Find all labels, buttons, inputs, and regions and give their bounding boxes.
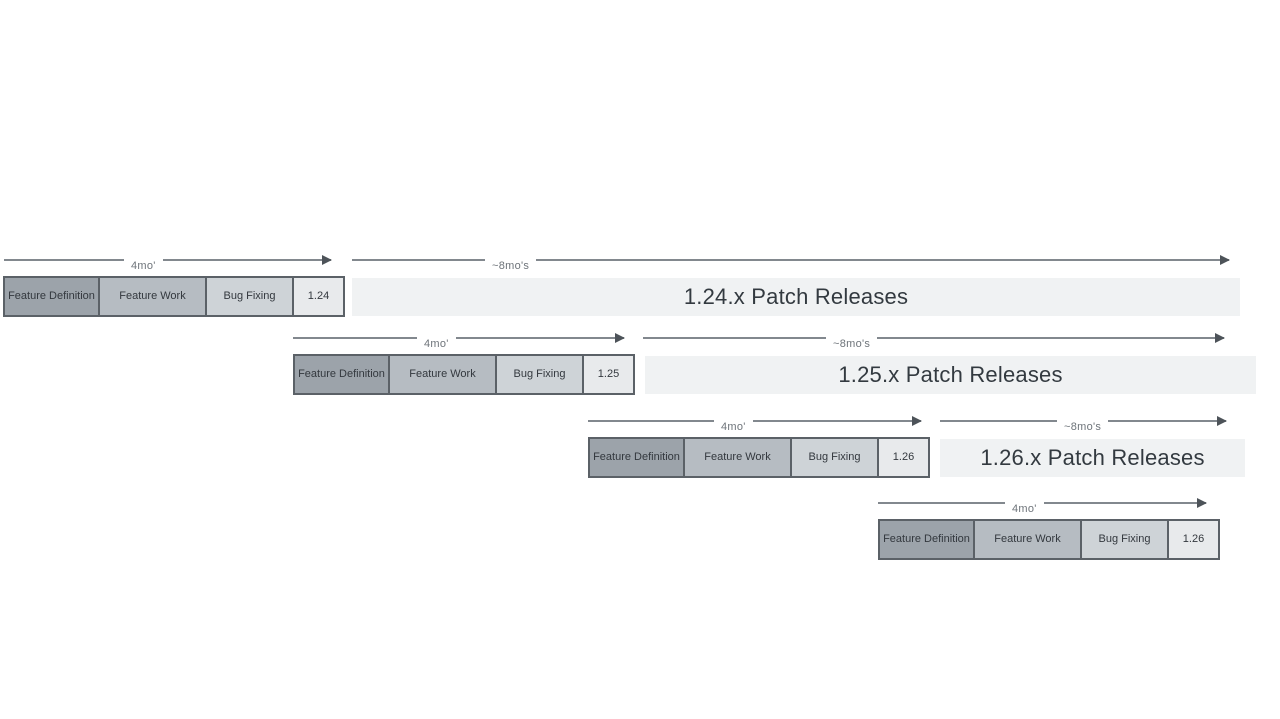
dev-duration-arrow-1.26: 4mo'	[588, 416, 922, 436]
arrowhead-icon	[1217, 416, 1227, 426]
arrow-line	[162, 255, 332, 265]
arrowhead-icon	[615, 333, 625, 343]
dev-duration-arrow-1.25: 4mo'	[293, 333, 625, 353]
arrowhead-icon	[1215, 333, 1225, 343]
feature-definition-box: Feature Definition	[878, 519, 975, 560]
patch-releases-bar-1.24: 1.24.x Patch Releases	[352, 278, 1240, 316]
dev-duration-label: 4mo'	[131, 260, 156, 272]
bug-fixing-box: Bug Fixing	[495, 354, 584, 395]
arrowhead-icon	[912, 416, 922, 426]
patch-duration-arrow-1.26: ~8mo's	[940, 416, 1227, 436]
arrow-line	[352, 259, 485, 261]
arrow-line	[293, 337, 417, 339]
dev-duration-label: 4mo'	[721, 421, 746, 433]
patch-releases-bar-1.25: 1.25.x Patch Releases	[645, 356, 1256, 394]
release-cycle-row-1.26: Feature Definition Feature Work Bug Fixi…	[588, 437, 930, 478]
arrow-line	[536, 255, 1230, 265]
arrow-line	[1043, 498, 1207, 508]
bug-fixing-box: Bug Fixing	[205, 276, 294, 317]
patch-duration-label: ~8mo's	[492, 260, 530, 272]
dev-duration-arrow-1.24: 4mo'	[4, 255, 332, 275]
release-cycle-row-1.24: Feature Definition Feature Work Bug Fixi…	[3, 276, 345, 317]
arrowhead-icon	[1220, 255, 1230, 265]
arrowhead-icon	[1197, 498, 1207, 508]
bug-fixing-box: Bug Fixing	[1080, 519, 1169, 560]
version-box: 1.26	[1167, 519, 1220, 560]
arrow-line	[1108, 416, 1227, 426]
dev-duration-arrow-next: 4mo'	[878, 498, 1207, 518]
patch-duration-label: ~8mo's	[833, 338, 871, 350]
dev-duration-label: 4mo'	[424, 338, 449, 350]
patch-duration-arrow-1.25: ~8mo's	[643, 333, 1225, 353]
arrow-line	[878, 502, 1005, 504]
version-box: 1.24	[292, 276, 345, 317]
feature-work-box: Feature Work	[683, 437, 792, 478]
release-cycle-row-1.25: Feature Definition Feature Work Bug Fixi…	[293, 354, 635, 395]
version-box: 1.25	[582, 354, 635, 395]
patch-duration-arrow-1.24: ~8mo's	[352, 255, 1230, 275]
patch-duration-label: ~8mo's	[1064, 421, 1102, 433]
arrow-line	[752, 416, 922, 426]
feature-definition-box: Feature Definition	[293, 354, 390, 395]
feature-definition-box: Feature Definition	[3, 276, 100, 317]
arrow-line	[940, 420, 1057, 422]
arrow-line	[643, 337, 826, 339]
arrowhead-icon	[322, 255, 332, 265]
release-cycle-row-next: Feature Definition Feature Work Bug Fixi…	[878, 519, 1220, 560]
bug-fixing-box: Bug Fixing	[790, 437, 879, 478]
arrow-line	[588, 420, 714, 422]
feature-definition-box: Feature Definition	[588, 437, 685, 478]
feature-work-box: Feature Work	[973, 519, 1082, 560]
dev-duration-label: 4mo'	[1012, 503, 1037, 515]
feature-work-box: Feature Work	[388, 354, 497, 395]
patch-releases-bar-1.26: 1.26.x Patch Releases	[940, 439, 1245, 477]
arrow-line	[877, 333, 1225, 343]
arrow-line	[4, 259, 124, 261]
arrow-line	[455, 333, 625, 343]
feature-work-box: Feature Work	[98, 276, 207, 317]
version-box: 1.26	[877, 437, 930, 478]
